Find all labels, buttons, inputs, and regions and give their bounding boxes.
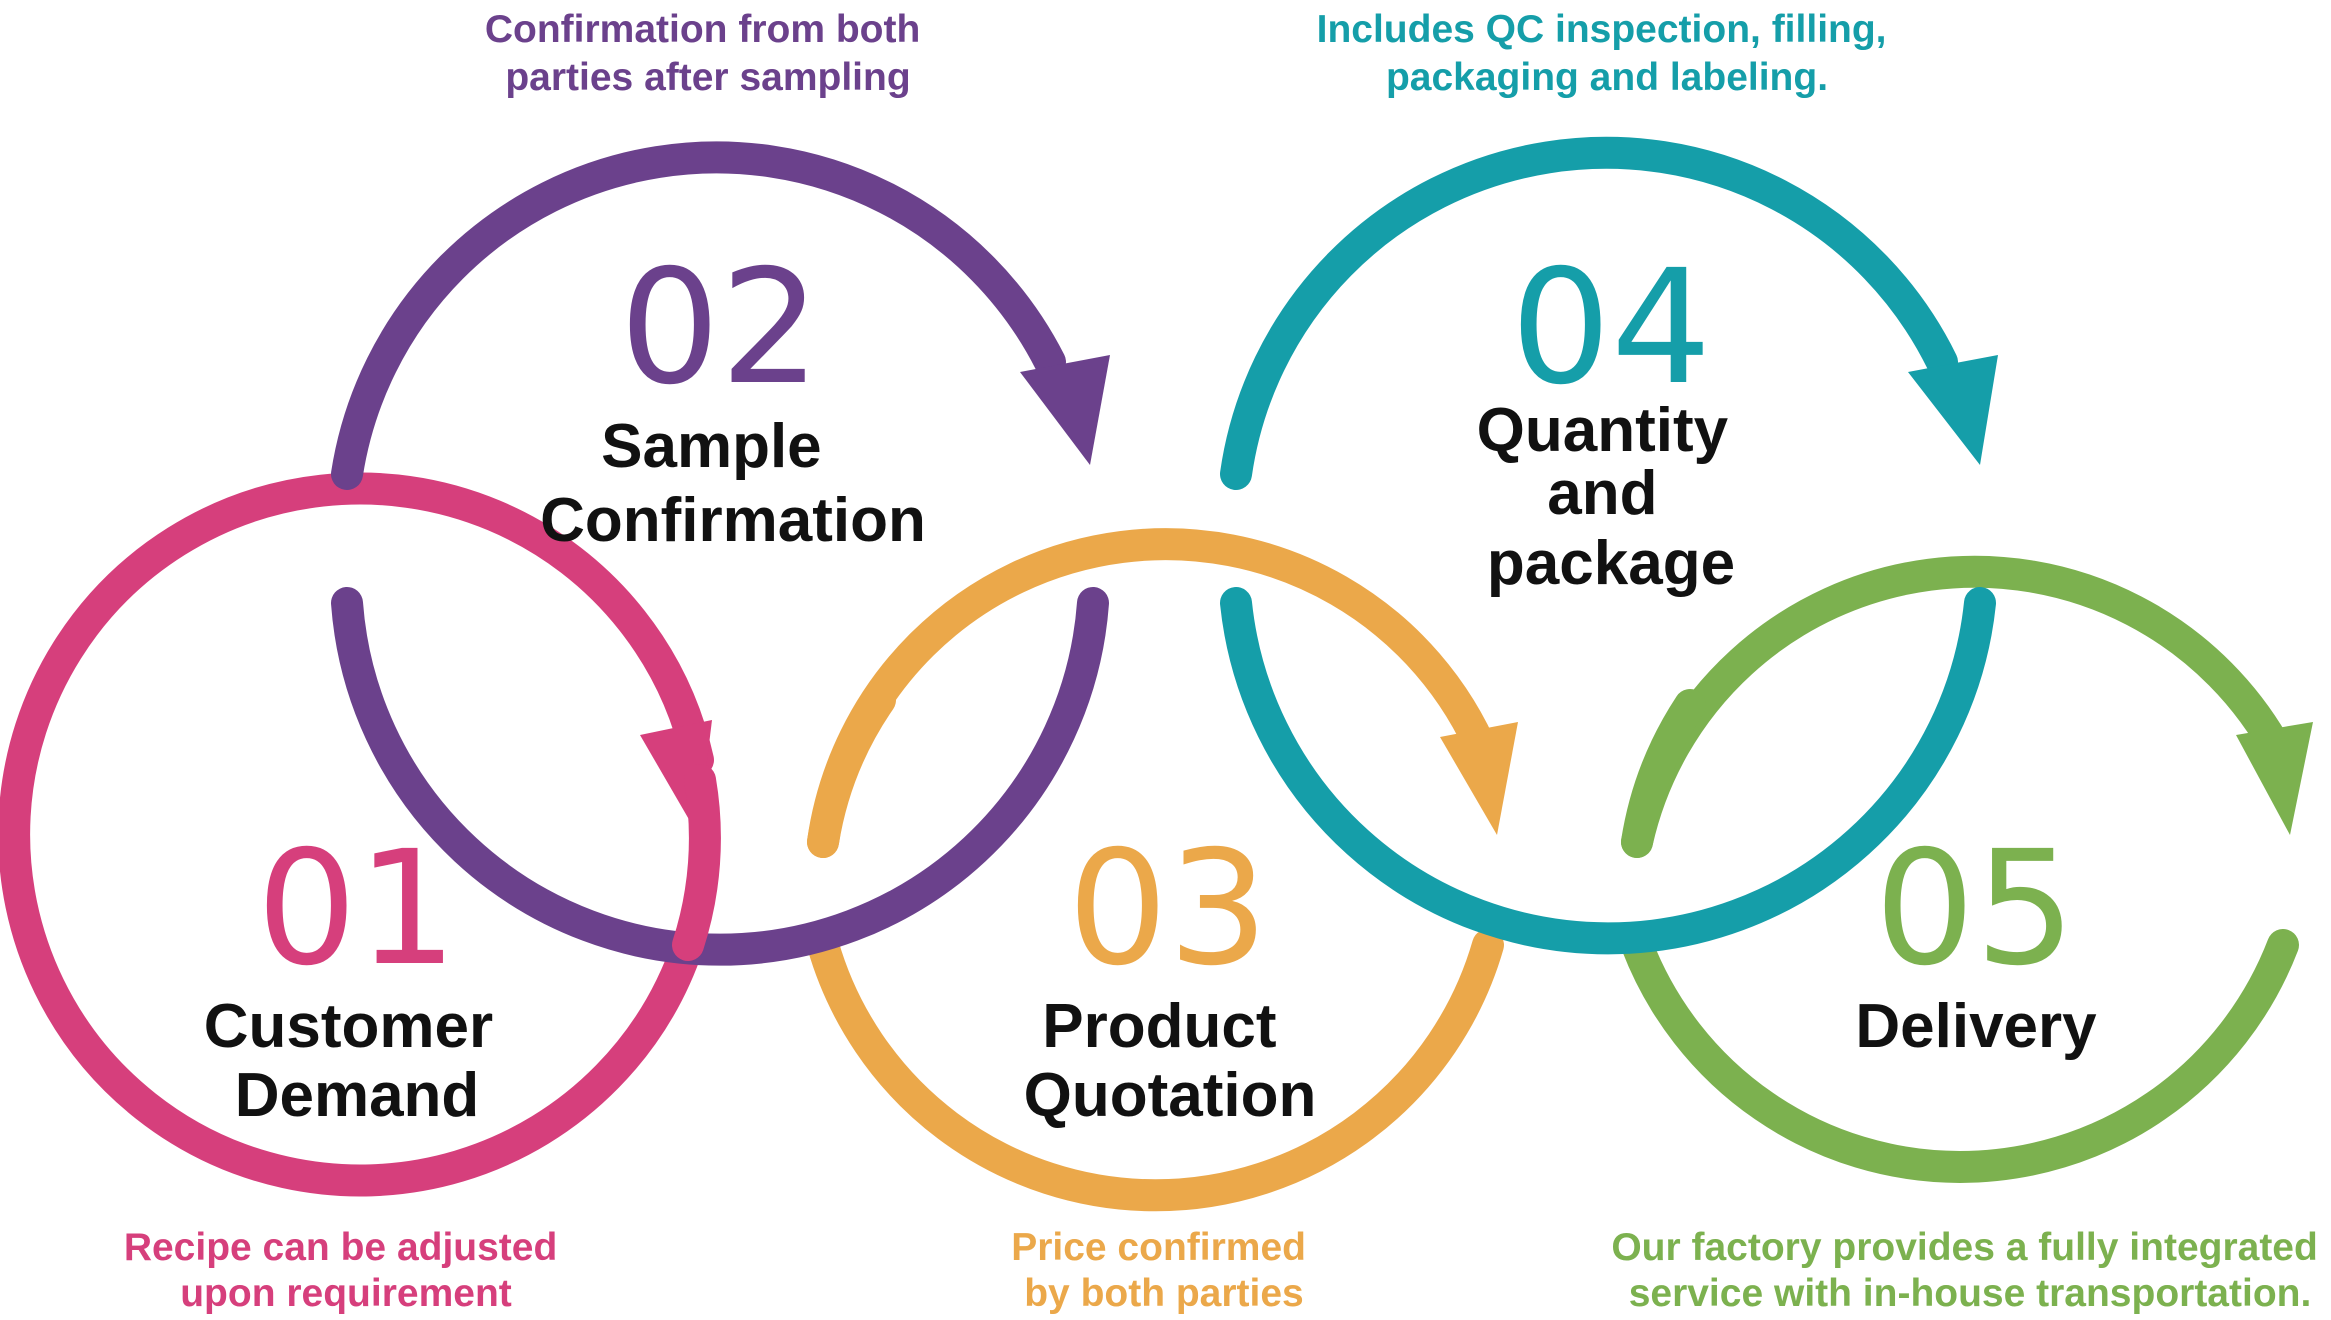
step-05-note-line-1: Our factory provides a fully integrated <box>1611 1226 2318 1269</box>
step-05-note-line-2: service with in-house transportation. <box>1629 1272 2312 1315</box>
step-03-note-line-1: Price confirmed <box>1011 1226 1306 1269</box>
step-01-note-line-1: Recipe can be adjusted <box>124 1226 557 1269</box>
step-01-title-line-1: Customer <box>204 992 493 1061</box>
step-02-note-line-1: Confirmation from both <box>485 8 920 51</box>
step-01-note: Recipe can be adjusted upon requirement <box>124 1226 568 1315</box>
step-04-number: 04 <box>1510 236 1711 420</box>
step-03-number: 03 <box>1067 817 1268 1001</box>
step-03-title: Product Quotation <box>1024 992 1317 1130</box>
step-01-arc <box>0 472 714 1197</box>
step-02-arc-lower <box>331 587 1109 966</box>
step-03-arrowhead <box>1440 722 1518 835</box>
step-04-title-line-2: and <box>1547 459 1657 528</box>
step-04-title-line-3: package <box>1487 529 1735 598</box>
step-04-title: Quantity and package <box>1477 396 1746 598</box>
step-02-note: Confirmation from both parties after sam… <box>485 8 931 99</box>
step-05-note: Our factory provides a fully integrated … <box>1611 1226 2328 1315</box>
step-04-note-line-1: Includes QC inspection, filling, <box>1317 8 1887 51</box>
step-02-ring <box>331 141 1110 966</box>
step-05-title: Delivery <box>1855 992 2097 1061</box>
step-02-title-line-1: Sample <box>601 412 822 481</box>
step-05-title-line-1: Delivery <box>1855 992 2097 1061</box>
step-01-overlap-segment <box>672 764 721 961</box>
step-02-arc-upper <box>331 141 1066 490</box>
step-02-note-line-2: parties after sampling <box>505 56 910 99</box>
step-05-overlap-segment <box>1621 689 1706 858</box>
step-03-arc-upper <box>807 528 1501 858</box>
step-02-arrowhead <box>1020 355 1110 465</box>
step-03-note: Price confirmed by both parties <box>1011 1226 1317 1315</box>
step-01-title-line-2: Demand <box>235 1061 480 1130</box>
step-03-arc-lower <box>807 929 1504 1212</box>
step-03-note-line-2: by both parties <box>1024 1272 1304 1315</box>
step-01-title: Customer Demand <box>204 992 511 1130</box>
step-03-title-line-2: Quotation <box>1024 1061 1317 1130</box>
step-03-title-line-1: Product <box>1042 992 1276 1061</box>
step-01-note-line-2: upon requirement <box>180 1272 512 1315</box>
step-04-title-line-1: Quantity <box>1477 396 1729 465</box>
step-05-number: 05 <box>1874 817 2075 1001</box>
step-04-arc-lower <box>1220 587 1996 955</box>
step-04-note-line-2: packaging and labeling. <box>1386 56 1828 99</box>
step-04-note: Includes QC inspection, filling, packagi… <box>1317 8 1898 99</box>
step-05-arrowhead <box>2236 722 2313 835</box>
step-04-arc-upper <box>1220 136 1958 490</box>
step-04-ring <box>1220 136 1998 955</box>
step-01-number: 01 <box>256 817 457 1001</box>
step-02-title: Sample Confirmation <box>540 412 926 555</box>
step-02-title-line-2: Confirmation <box>540 486 926 555</box>
step-04-arrowhead <box>1908 355 1998 465</box>
step-05-arc-lower <box>1621 929 2299 1183</box>
step-03-overlap-segment <box>807 684 896 858</box>
step-02-number: 02 <box>619 236 820 420</box>
